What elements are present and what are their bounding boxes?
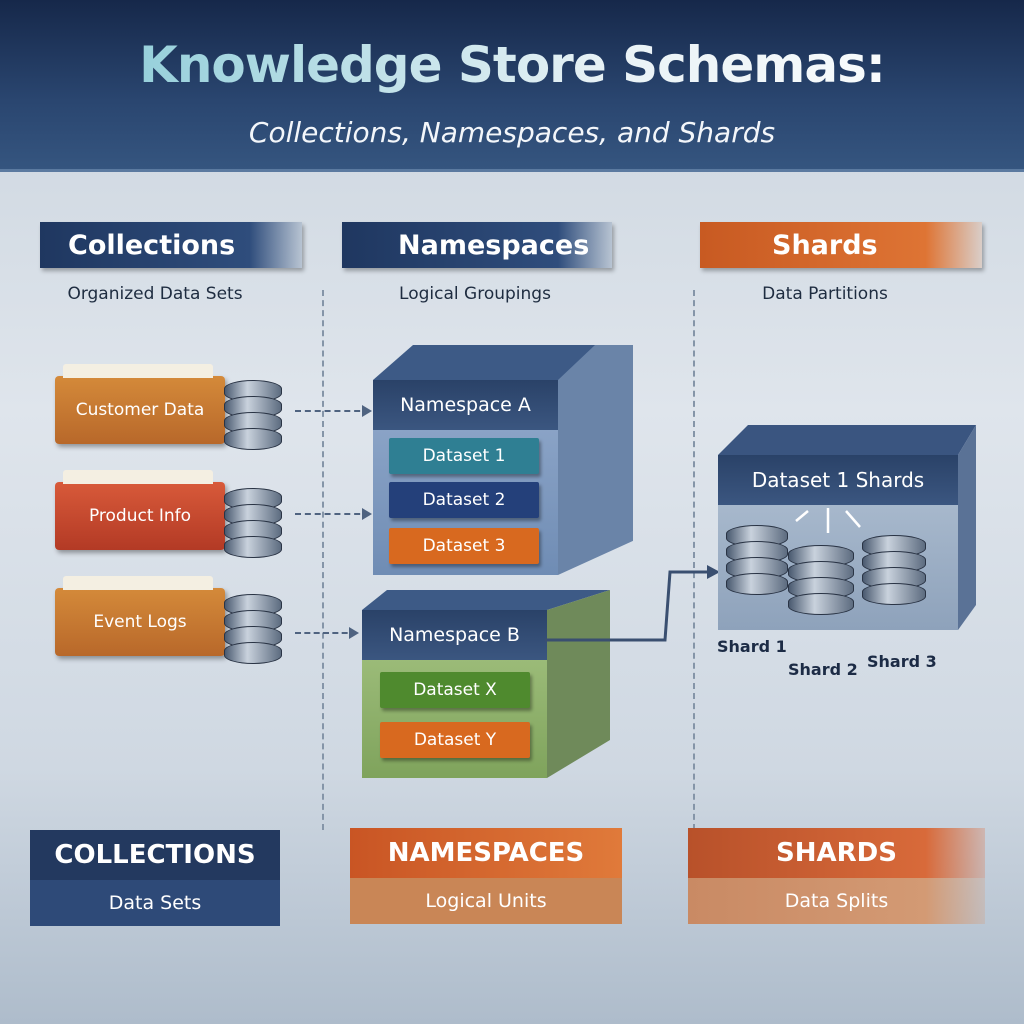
section-header-namespaces: Namespaces: [342, 222, 612, 268]
arrow-icon: [295, 405, 372, 417]
section-subtitle-collections: Organized Data Sets: [67, 284, 243, 304]
folder-label: Event Logs: [93, 612, 187, 632]
summary-subtitle: Logical Units: [350, 878, 622, 924]
dataset-x: Dataset X: [380, 672, 530, 708]
shard-1-database-icon: [726, 525, 788, 595]
namespace-b-header: Namespace B: [362, 610, 547, 660]
namespace-b-box: Namespace B Dataset X Dataset Y: [362, 590, 612, 780]
folder-product-info: Product Info: [55, 470, 225, 550]
database-icon: [224, 594, 282, 664]
section-header-collections: Collections: [40, 222, 302, 268]
shard-1-label: Shard 1: [717, 637, 787, 656]
arrow-icon: [295, 508, 372, 520]
database-icon: [224, 380, 282, 450]
header-banner: Knowledge Store Schemas: Collections, Na…: [0, 0, 1024, 172]
folder-label: Customer Data: [75, 400, 205, 420]
dataset-y: Dataset Y: [380, 722, 530, 758]
folder-customer-data: Customer Data: [55, 364, 225, 444]
arrow-icon: [295, 627, 359, 639]
section-header-shards: Shards: [700, 222, 982, 268]
namespace-a-box: Namespace A Dataset 1 Dataset 2 Dataset …: [373, 345, 633, 575]
summary-title: SHARDS: [688, 828, 985, 878]
summary-title: COLLECTIONS: [30, 830, 280, 880]
shards-box: Dataset 1 Shards: [718, 425, 978, 635]
dataset-1: Dataset 1: [389, 438, 539, 474]
folder-label: Product Info: [88, 506, 192, 526]
page-title: Knowledge Store Schemas:: [0, 36, 1024, 94]
shard-3-label: Shard 3: [867, 652, 937, 671]
folder-event-logs: Event Logs: [55, 576, 225, 656]
section-subtitle-namespaces: Logical Groupings: [399, 284, 551, 304]
summary-collections: COLLECTIONS Data Sets: [30, 830, 280, 926]
summary-namespaces: NAMESPACES Logical Units: [350, 828, 622, 924]
divider: [693, 290, 695, 830]
dataset-3: Dataset 3: [389, 528, 539, 564]
page-subtitle: Collections, Namespaces, and Shards: [248, 116, 776, 149]
shard-2-label: Shard 2: [788, 660, 858, 679]
shards-header: Dataset 1 Shards: [718, 455, 958, 505]
summary-subtitle: Data Sets: [30, 880, 280, 926]
namespace-a-header: Namespace A: [373, 380, 558, 430]
shard-3-database-icon: [862, 535, 926, 605]
database-icon: [224, 488, 282, 558]
connector-arrow: [545, 565, 720, 642]
split-arrows-icon: [795, 508, 861, 533]
section-subtitle-shards: Data Partitions: [762, 284, 888, 304]
shard-2-database-icon: [788, 545, 854, 615]
summary-shards: SHARDS Data Splits: [688, 828, 985, 924]
summary-title: NAMESPACES: [350, 828, 622, 878]
dataset-2: Dataset 2: [389, 482, 539, 518]
summary-subtitle: Data Splits: [688, 878, 985, 924]
divider: [322, 290, 324, 830]
